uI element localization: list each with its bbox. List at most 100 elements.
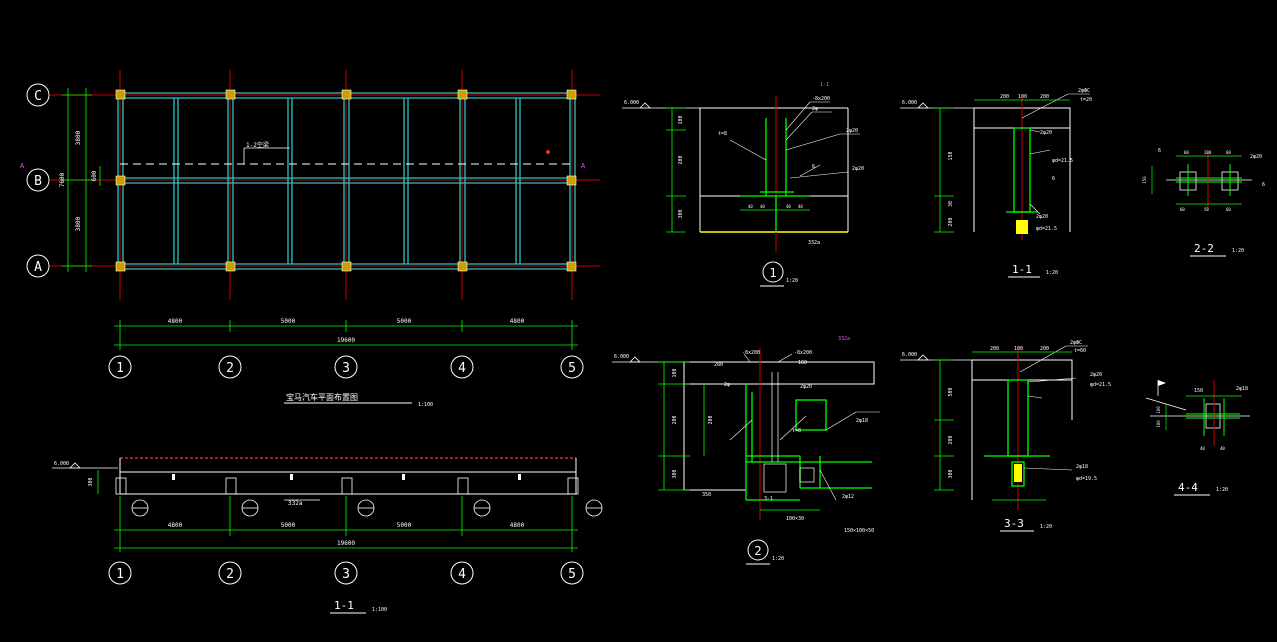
detail-4-4: 150 2φ18 40 40 100 100 4-4 1:20 xyxy=(1145,380,1250,496)
d33-scale: 1:20 xyxy=(1040,524,1052,530)
d1-title-bubble xyxy=(762,261,784,283)
elev-level-triangle xyxy=(69,462,81,469)
d2-dim-1: 200 xyxy=(672,415,678,424)
d2-level-triangle xyxy=(629,356,641,363)
row-axis-c: C xyxy=(34,89,42,104)
plan-span-1: 4800 xyxy=(168,318,183,325)
elev-col-axis-4: 4 xyxy=(458,567,466,582)
elev-col-axis-1: 1 xyxy=(116,567,124,582)
elev-total: 19600 xyxy=(337,540,355,547)
d22-dim-4: 50 xyxy=(1204,207,1209,212)
elev-col-axis-5: 5 xyxy=(568,567,576,582)
d44-note-3: 40 xyxy=(1220,446,1225,451)
elev-section-circles xyxy=(131,499,603,517)
d11-dim-0: 200 xyxy=(1000,94,1009,100)
d2-dim-0: 100 xyxy=(672,368,678,377)
d2-slab xyxy=(683,361,875,385)
red-marker xyxy=(546,150,550,154)
d22-dim-6: 150 xyxy=(1142,176,1147,184)
d44-dim-lines xyxy=(1165,395,1242,430)
plan-left-dims xyxy=(62,88,101,272)
d33-dim-1: 100 xyxy=(1014,346,1023,352)
detail-1: 6.000 -8x200 2φ t=8 2φ20 2φ20 6 332a 1 xyxy=(622,82,864,287)
d44-dim-1: 100 xyxy=(1156,420,1161,428)
d1-note-weld: 2φ xyxy=(812,106,818,112)
mid-dim: 600 xyxy=(91,170,98,181)
d22-outline xyxy=(1166,171,1252,191)
d33-dim-0: 200 xyxy=(990,346,999,352)
d2-leaders xyxy=(729,353,880,501)
d22-note-2: 6 xyxy=(1262,182,1265,188)
elev-col-bubbles xyxy=(108,561,584,585)
d1-note-bolt2: 2φ20 xyxy=(852,166,864,172)
beam-label: 1-2空梁 xyxy=(246,141,269,149)
d1-dim-100: 100 xyxy=(678,115,684,124)
d11-scale: 1:20 xyxy=(1046,270,1058,276)
d1-dim-300: 300 xyxy=(678,209,684,218)
d1-dim-lines xyxy=(666,107,810,233)
d44-title: 4-4 xyxy=(1178,481,1198,494)
d1-level-triangle xyxy=(639,102,651,109)
plan-col-axis-4: 4 xyxy=(458,361,466,376)
plan-bottom-dims xyxy=(114,320,578,350)
d2-note-0: -8x200 xyxy=(742,350,760,356)
elev-small-stiffeners xyxy=(172,474,521,480)
plan-row-axes xyxy=(50,94,600,267)
d2-note-6: t=8 xyxy=(792,428,801,434)
d33-dim-3: 500 xyxy=(948,387,954,396)
elev-level: 6.000 xyxy=(54,461,69,467)
elev-bottom-dims xyxy=(114,496,578,552)
d2-steel xyxy=(745,384,872,501)
d33-note-3: φd=21.5 xyxy=(1090,382,1111,388)
d11-note-2: 2φ20 xyxy=(1040,130,1052,136)
elev-mark: 332a xyxy=(288,500,303,507)
d11-steel xyxy=(1006,127,1038,213)
row-axis-a: A xyxy=(34,260,42,275)
plan-col-axis-2: 2 xyxy=(226,361,234,376)
d2-note-8: 150×100×50 xyxy=(844,528,874,534)
d1-note-t: t=8 xyxy=(718,131,727,137)
d22-dim-lines xyxy=(1151,155,1242,205)
d2-note-11: 3-1 xyxy=(764,496,773,502)
elev-span-2: 5000 xyxy=(281,522,296,529)
d2-note-2: 160 xyxy=(798,360,807,366)
d1-level: 6.000 xyxy=(624,100,639,106)
d2-note-7: 2φ18 xyxy=(856,418,868,424)
d2-level: 6.000 xyxy=(614,354,629,360)
elevation-view: 6.000 332a 300 4800 5000 xyxy=(52,457,603,614)
detail-3-3: 6.000 2φФС t=60 2φ20 φd=21.5 2φ18 φd=19.… xyxy=(900,340,1111,532)
d1-dim-200: 200 xyxy=(678,155,684,164)
d44-scale: 1:20 xyxy=(1216,487,1228,493)
d1-steel xyxy=(740,118,810,232)
d44-note-1: 2φ18 xyxy=(1236,386,1248,392)
plan-span-4: 4800 xyxy=(510,318,525,325)
d22-steel xyxy=(1176,164,1242,196)
detail-2-2: 6 2φ20 6 60 200 60 60 50 60 150 2-2 1:20 xyxy=(1142,148,1265,257)
d11-note-4: 2φ20 xyxy=(1036,214,1048,220)
d44-note-2: 40 xyxy=(1200,446,1205,451)
plan-span-3: 5000 xyxy=(397,318,412,325)
plan-scale: 1:100 xyxy=(418,402,433,408)
plan-col-bubbles xyxy=(108,355,584,379)
d33-note-2: 2φ20 xyxy=(1090,372,1102,378)
d2-title-bubble xyxy=(747,539,769,561)
d33-dim-2: 200 xyxy=(1040,346,1049,352)
d11-dim-5: 200 xyxy=(948,217,954,226)
d33-note-1: t=60 xyxy=(1074,348,1086,354)
d11-note-5: φd=21.5 xyxy=(1036,226,1057,232)
d11-dim-4: 30 xyxy=(948,201,954,207)
plan-span-2: 5000 xyxy=(281,318,296,325)
elev-title: 1-1 xyxy=(334,599,354,612)
d33-slab xyxy=(971,359,1073,381)
elev-span-4: 4800 xyxy=(510,522,525,529)
elev-span-3: 5000 xyxy=(397,522,412,529)
left-dim-total: 7600 xyxy=(59,172,66,187)
d33-level-triangle xyxy=(917,354,929,361)
d11-dim-2: 200 xyxy=(1040,94,1049,100)
d22-dim-2: 60 xyxy=(1226,150,1231,155)
d22-note-0: 6 xyxy=(1158,148,1161,154)
left-dim-upper: 3800 xyxy=(75,130,82,145)
d2-scale: 1:20 xyxy=(772,556,784,562)
d44-outline xyxy=(1145,397,1250,429)
